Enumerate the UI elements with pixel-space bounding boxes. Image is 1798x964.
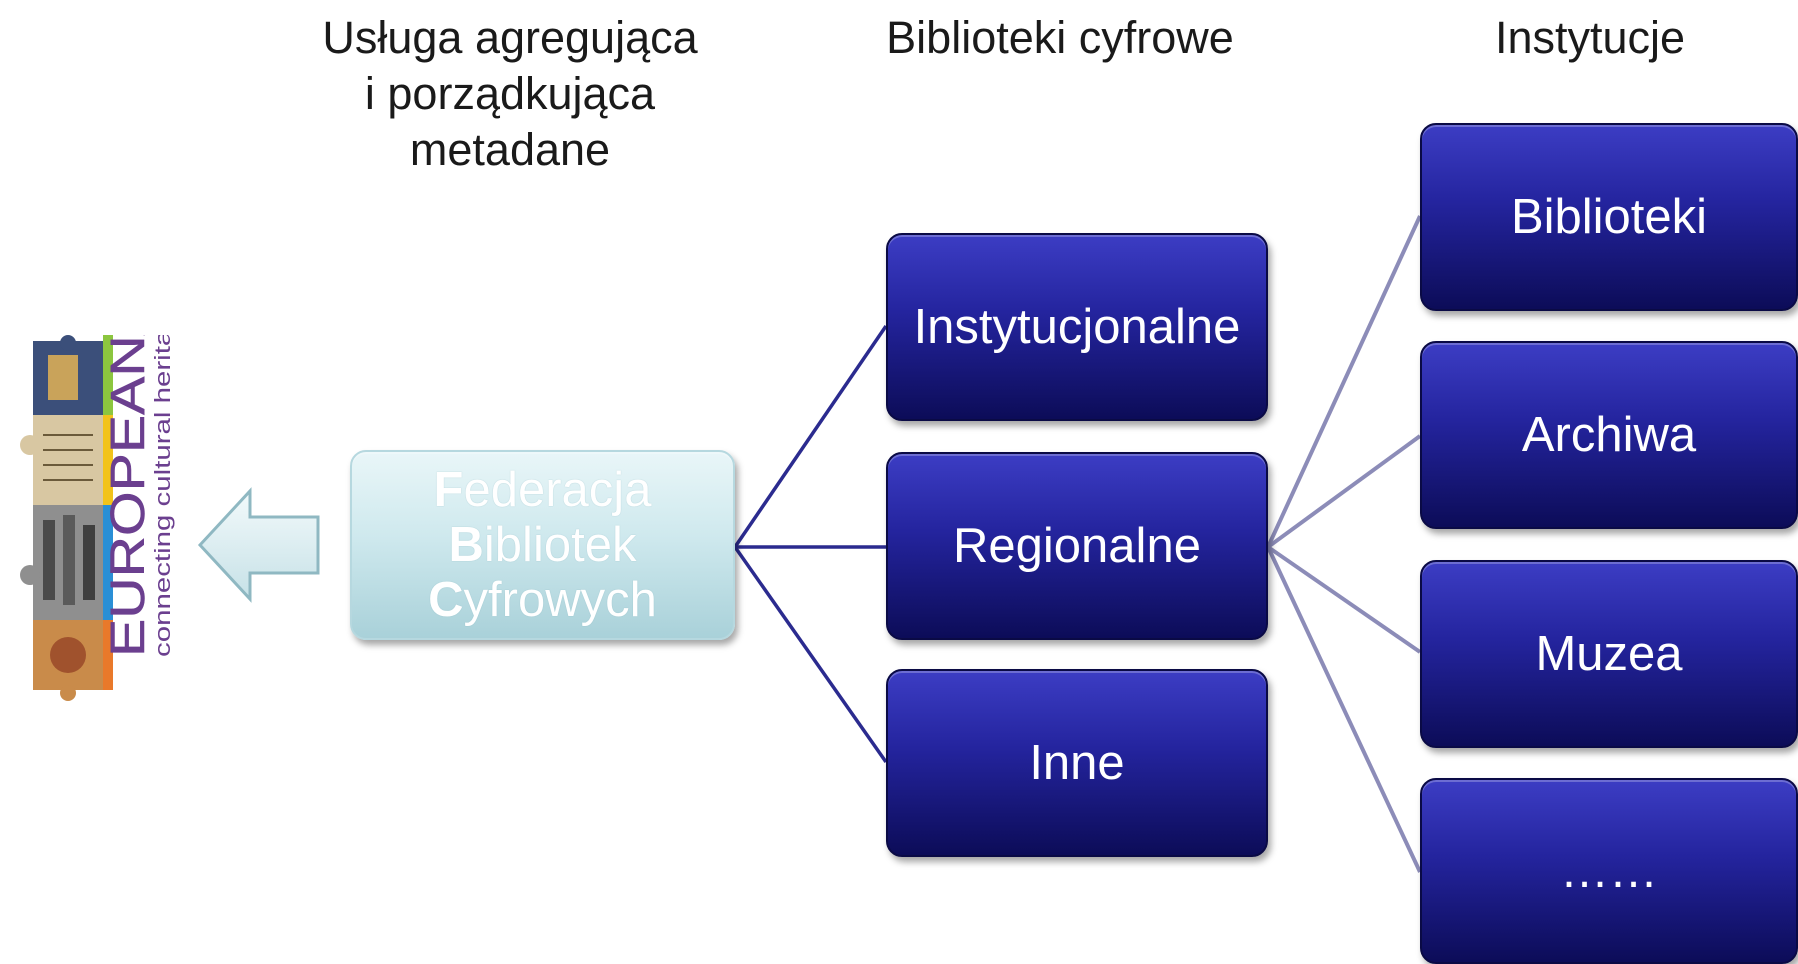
link-regionalne-more	[1266, 546, 1422, 873]
logo-strip-yellow	[103, 415, 113, 505]
puzzle-pieces-icon	[20, 335, 103, 701]
link-regionalne-muzea	[1266, 545, 1422, 654]
heading-aggregator-line-3: metadane	[409, 124, 611, 175]
federation-line-1: Federacja	[433, 462, 652, 517]
europeana-logo: EUROPEANA connecting cultural heritage	[20, 335, 175, 701]
heading-aggregator-line-1: Usługa agregująca	[322, 12, 698, 63]
left-arrow-icon	[197, 487, 320, 603]
institution-muzea: Muzea	[1420, 560, 1798, 748]
federation-line-2: Bibliotek	[448, 517, 637, 572]
heading-aggregator: Usługa agregująca i porządkująca metadan…	[300, 10, 720, 178]
heading-institutions: Instytucje	[1494, 12, 1686, 63]
library-instytucjonalne: Instytucjonalne	[886, 233, 1268, 421]
institution-biblioteki: Biblioteki	[1420, 123, 1798, 311]
federation-box: Federacja Bibliotek Cyfrowych	[350, 450, 735, 640]
institution-more: ……	[1420, 778, 1798, 964]
institution-archiwa: Archiwa	[1420, 341, 1798, 529]
logo-strip-green	[103, 335, 113, 415]
logo-strip-blue	[103, 505, 113, 620]
heading-aggregator-line-2: i porządkująca	[364, 68, 656, 119]
logo-tagline: connecting cultural heritage	[150, 335, 175, 657]
link-federation-instytucjonalne	[733, 325, 888, 548]
link-federation-inne	[733, 545, 888, 764]
logo-wordmark: EUROPEANA	[102, 335, 155, 657]
link-regionalne-biblioteki	[1266, 215, 1422, 548]
library-inne: Inne	[886, 669, 1268, 857]
link-regionalne-archiwa	[1266, 434, 1422, 549]
federation-line-3: Cyfrowych	[428, 572, 657, 627]
logo-strip-orange	[103, 620, 113, 690]
heading-digital-libraries: Biblioteki cyfrowe	[886, 12, 1234, 63]
library-regionalne: Regionalne	[886, 452, 1268, 640]
